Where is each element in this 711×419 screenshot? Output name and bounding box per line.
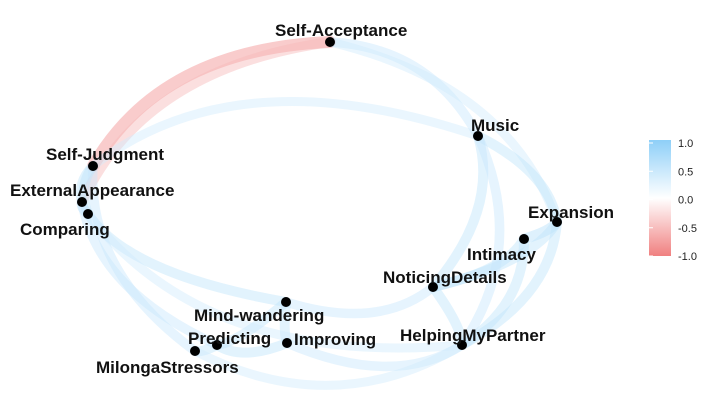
edge-intimacy-helping_my_partner [457, 234, 530, 350]
legend-tick-label: 0.5 [678, 166, 693, 178]
edge-noticing_details-mind_wandering [281, 282, 438, 319]
node-external_appearance [77, 197, 87, 207]
legend-colorbar [649, 140, 671, 256]
node-intimacy [519, 234, 529, 244]
node-expansion [552, 217, 562, 227]
node-label-intimacy: Intimacy [467, 245, 537, 264]
node-helping_my_partner [457, 340, 467, 350]
node-label-helping_my_partner: HelpingMyPartner [400, 326, 546, 345]
edge-comparing-mind_wandering [83, 209, 291, 307]
legend-tick-label: 0.0 [678, 195, 693, 207]
node-label-music: Music [471, 116, 519, 135]
edge-comparing-helping_my_partner [83, 209, 467, 353]
node-label-expansion: Expansion [528, 203, 614, 222]
edge-self_acceptance-music [325, 37, 483, 141]
edge-music-noticing_details [428, 131, 489, 292]
legend-tick-label: -1.0 [678, 251, 697, 263]
edge-external_appearance-predicting [77, 197, 222, 350]
edge-improving-helping_my_partner [282, 338, 467, 372]
node-label-self_acceptance: Self-Acceptance [275, 21, 407, 40]
node-label-improving: Improving [294, 330, 376, 349]
node-predicting [212, 340, 222, 350]
edge-self_judgment-self_acceptance [87, 36, 336, 172]
edge-self_judgment-music [88, 96, 483, 171]
legend-tick-label: -0.5 [678, 223, 697, 235]
edge-music-expansion [473, 131, 562, 227]
node-label-self_judgment: Self-Judgment [46, 145, 164, 164]
node-noticing_details [428, 282, 438, 292]
node-improving [282, 338, 292, 348]
edge-milonga_stressors-helping_my_partner [190, 340, 467, 390]
edge-music-helping_my_partner [457, 131, 505, 350]
label-layer: Self-AcceptanceMusicSelf-JudgmentExterna… [10, 21, 614, 377]
node-self_judgment [88, 161, 98, 171]
edge-expansion-noticing_details [428, 217, 562, 292]
color-legend: 1.0 0.5 0.0 -0.5 -1.0 [649, 138, 697, 263]
node-label-comparing: Comparing [20, 220, 110, 239]
node-label-noticing_details: NoticingDetails [383, 268, 507, 287]
node-music [473, 131, 483, 141]
node-label-external_appearance: ExternalAppearance [10, 181, 174, 200]
node-label-milonga_stressors: MilongaStressors [96, 358, 239, 377]
node-mind_wandering [281, 297, 291, 307]
legend-tick-group: 1.0 0.5 0.0 -0.5 -1.0 [649, 138, 697, 263]
edge-intimacy-noticing_details [428, 234, 529, 292]
node-milonga_stressors [190, 346, 200, 356]
node-label-predicting: Predicting [188, 329, 271, 348]
node-layer [77, 37, 562, 356]
legend-tick-label: 1.0 [678, 138, 693, 150]
edge-self_judgment-milonga_stressors [87, 161, 200, 356]
edge-external_appearance-self_acceptance [77, 37, 335, 207]
edge-self_acceptance-expansion [325, 37, 562, 227]
node-self_acceptance [325, 37, 335, 47]
node-comparing [83, 209, 93, 219]
node-label-mind_wandering: Mind-wandering [194, 306, 324, 325]
edge-predicting-improving [212, 338, 292, 358]
edge-expansion-helping_my_partner [457, 217, 562, 350]
